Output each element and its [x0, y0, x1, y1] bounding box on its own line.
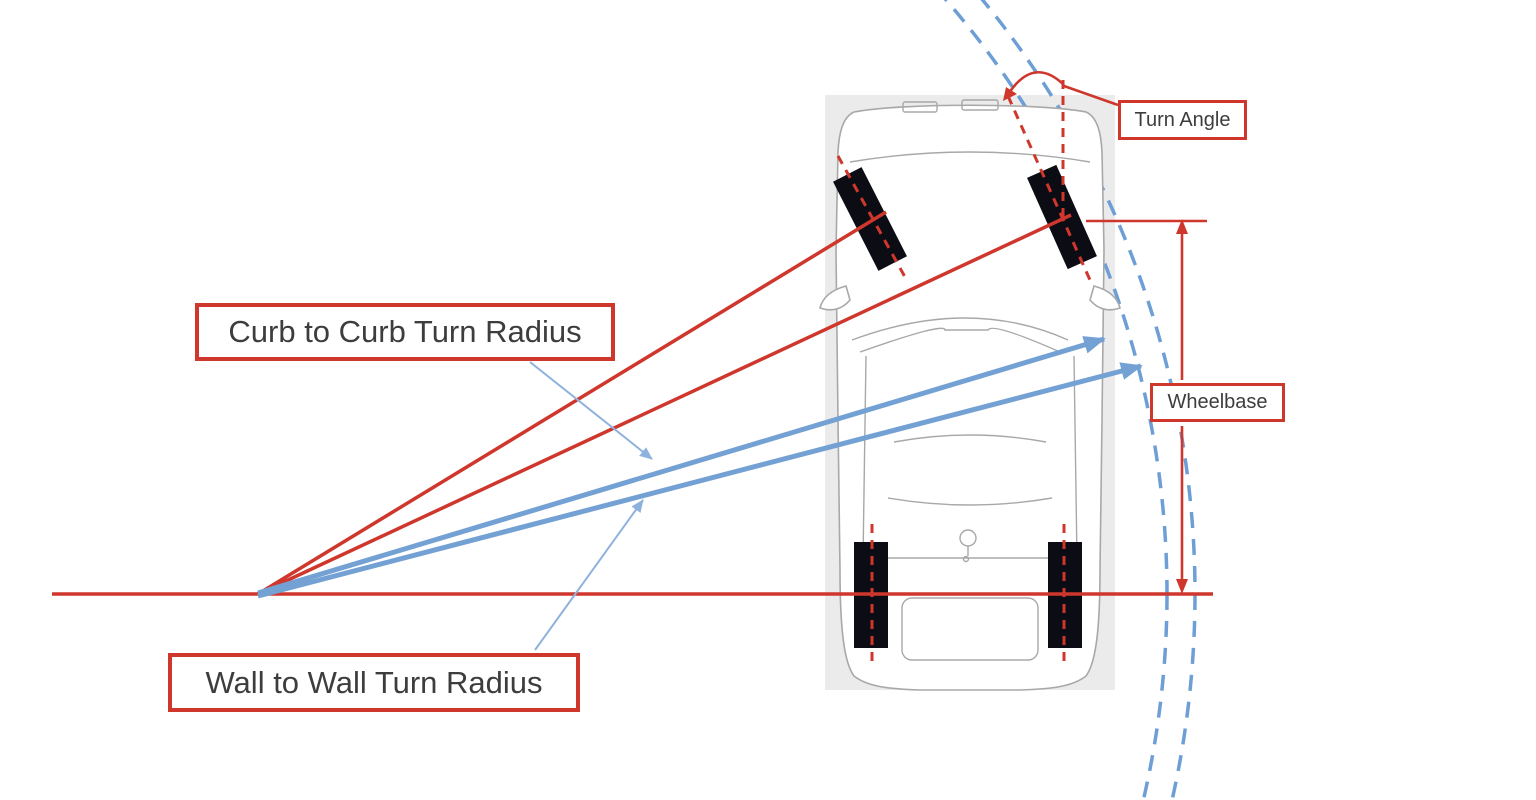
radius-lines	[52, 210, 1213, 596]
turn-angle-arc-arrow	[1003, 87, 1017, 101]
wall-to-wall-label: Wall to Wall Turn Radius	[168, 653, 580, 712]
wheelbase-arrow-up	[1176, 219, 1188, 234]
turn-angle-arc	[1007, 70, 1065, 94]
wall-to-wall-label-text: Wall to Wall Turn Radius	[205, 664, 543, 700]
windshield-lower	[859, 327, 1061, 353]
front-grille-detail	[902, 101, 938, 113]
windshield-upper	[851, 317, 1069, 341]
label-leader-lines	[529, 361, 653, 651]
radius-to-outer-front-wheel	[257, 213, 1072, 596]
wheelbase-dimension	[1176, 219, 1188, 594]
wheel-axis-lines	[836, 80, 1092, 668]
front-grille-detail	[961, 99, 999, 111]
wheelbase-label-text: Wheelbase	[1167, 391, 1268, 413]
wheelbase-arrow-down	[1176, 579, 1188, 594]
curb-to-curb-label: Curb to Curb Turn Radius	[195, 303, 615, 361]
rear-window-upper	[893, 434, 1047, 443]
front-left-wheel-axis	[836, 155, 907, 278]
turn-angle-leader-line	[1063, 84, 1119, 107]
turn-radius-arrows	[257, 336, 1143, 599]
turn-angle-indicator	[1003, 70, 1119, 107]
tow-ring-dot	[962, 555, 970, 563]
curb-to-curb-radius-arrow	[257, 336, 1106, 596]
wheelbase-label: Wheelbase	[1150, 383, 1285, 422]
turn-angle-label-text: Turn Angle	[1134, 108, 1231, 131]
right-mirror	[1089, 285, 1121, 311]
front-right-wheel-axis	[1006, 95, 1092, 281]
rear-hatch	[901, 597, 1039, 661]
left-mirror	[819, 285, 851, 311]
radius-to-inner-front-wheel	[257, 210, 887, 596]
hood-line	[849, 151, 1091, 163]
turn-angle-label: Turn Angle	[1118, 100, 1247, 140]
rear-window-lower	[887, 497, 1053, 506]
roof-rail-left	[862, 355, 867, 561]
wall-label-leader	[534, 499, 644, 651]
car-top-view	[819, 99, 1121, 691]
curb-label-leader	[529, 361, 653, 460]
wall-to-wall-radius-arrow	[257, 362, 1143, 599]
roof-rail-right	[1073, 355, 1078, 561]
curb-to-curb-label-text: Curb to Curb Turn Radius	[228, 314, 582, 349]
